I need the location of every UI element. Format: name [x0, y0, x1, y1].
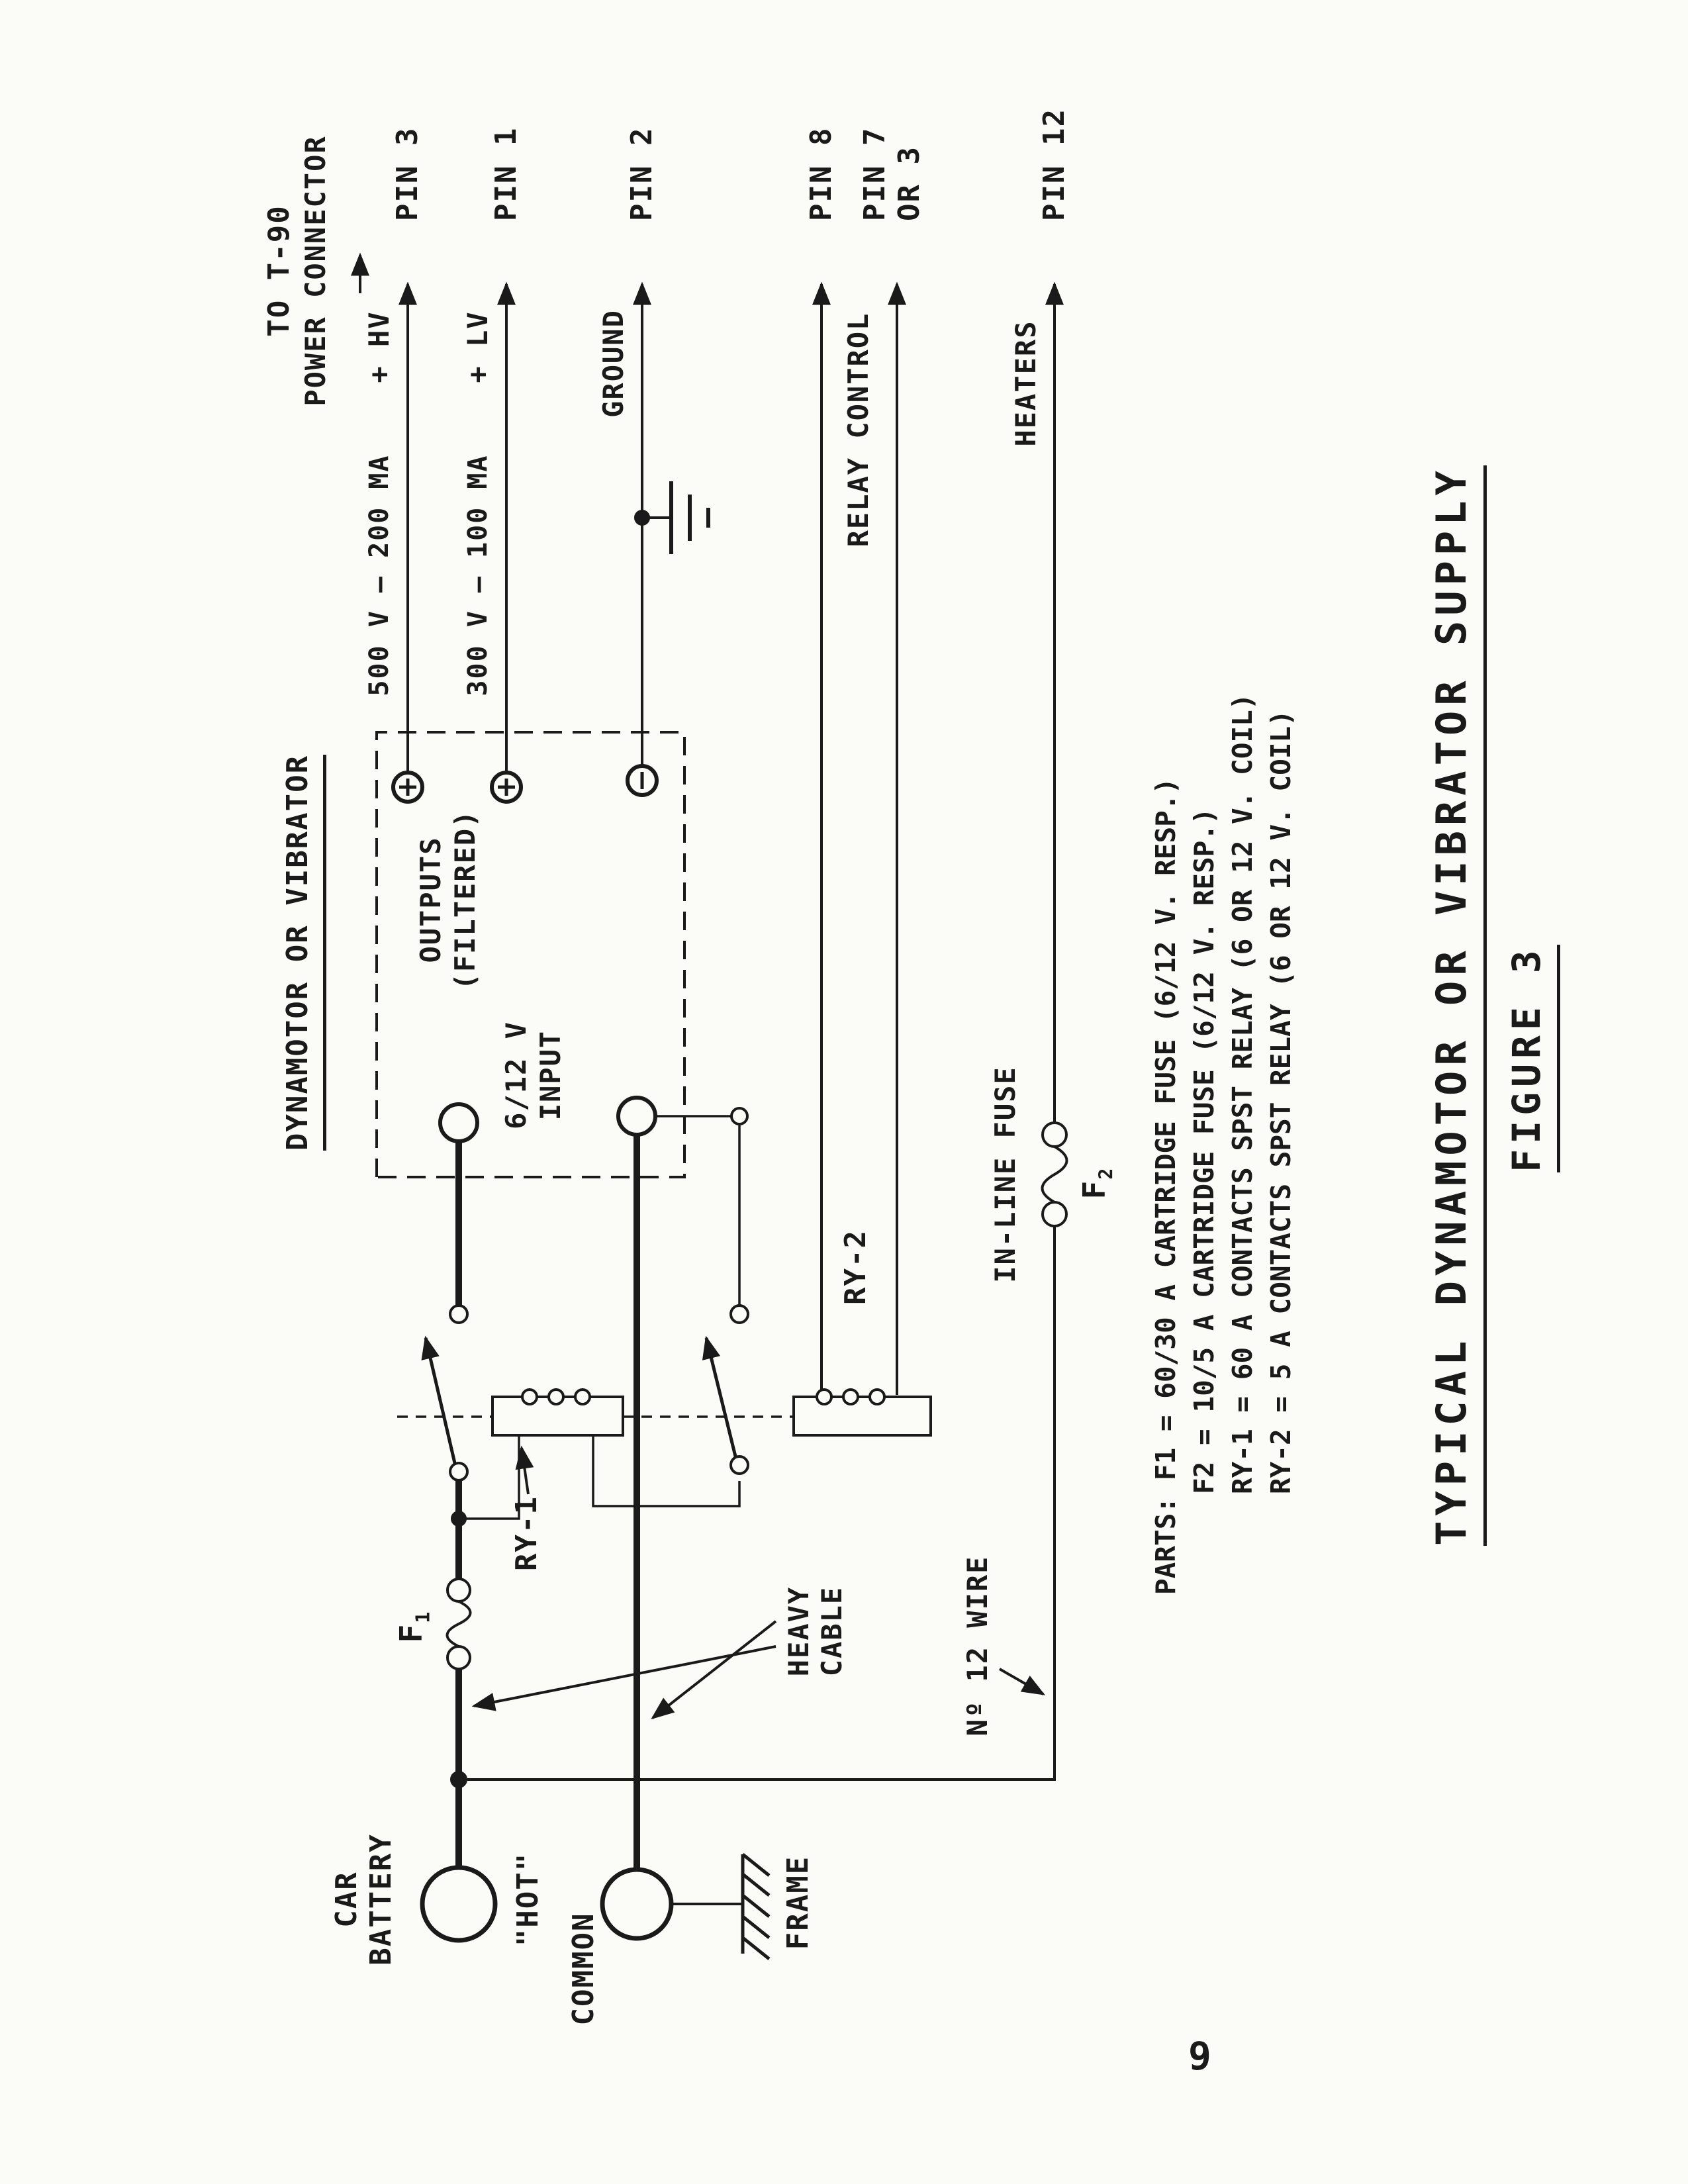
- relay-control-label: RELAY CONTROL: [842, 312, 874, 547]
- input-terminal-common: [616, 1096, 657, 1137]
- earth-ground-icon: [669, 481, 710, 554]
- battery-hot-terminal: [420, 1865, 498, 1943]
- lv-rating-label: 300 V – 100 MA: [463, 454, 493, 696]
- ry1-arrow: [515, 1445, 534, 1495]
- input-terminal-hot: [438, 1102, 479, 1143]
- t90-note-line1: TO T-90: [262, 205, 296, 337]
- junction-terminal: [730, 1107, 749, 1125]
- heavy-cable-arrow: [471, 1645, 776, 1711]
- parts-list-line2: F2 = 10/5 A CARTRIDGE FUSE (6/12 V. RESP…: [1188, 808, 1220, 1494]
- ry2-coil-loop: [842, 1388, 859, 1405]
- heaters-wire: [459, 1226, 1056, 1781]
- pin-7-label: PIN 7: [858, 126, 892, 221]
- outputs-label-line2: (FILTERED): [449, 809, 481, 990]
- ry1-coil-loop: [574, 1388, 591, 1405]
- parts-list-line1: PARTS: F1 = 60/30 A CARTRIDGE FUSE (6/12…: [1150, 777, 1182, 1595]
- parts-list-line3: RY-1 = 60 A CONTACTS SPST RELAY (6 OR 12…: [1227, 693, 1258, 1494]
- coil-tap-dot: [451, 1511, 467, 1527]
- ry2-contact: [729, 1304, 749, 1324]
- pin-1-label: PIN 1: [489, 126, 523, 221]
- ry2-blade: [702, 1335, 737, 1457]
- f1-fuse-cap: [446, 1645, 471, 1670]
- f2-fuse-cap: [1041, 1121, 1068, 1148]
- f2-fuse-element: [1041, 1145, 1068, 1204]
- ry1-contact: [449, 1462, 469, 1482]
- car-battery-label-line2: BATTERY: [364, 1833, 398, 1966]
- outputs-label-line1: OUTPUTS: [414, 836, 447, 963]
- ry2-label: RY-2: [839, 1229, 872, 1305]
- frame-ground-icon: [741, 1853, 771, 1960]
- ry2-coil-loop: [868, 1388, 886, 1405]
- ry1-label: RY-1: [510, 1496, 543, 1571]
- heaters-label: HEATERS: [1009, 320, 1042, 447]
- common-label: COMMON: [567, 1912, 600, 2026]
- ry1-contact: [449, 1304, 469, 1324]
- t90-note-line2: POWER CONNECTOR: [299, 135, 332, 406]
- battery-common-terminal: [600, 1867, 674, 1941]
- ry1-coil-loop: [521, 1388, 538, 1405]
- lv-name-label: + LV: [461, 310, 494, 383]
- ry2-coil-loop: [816, 1388, 833, 1405]
- f2-fuse-cap: [1041, 1201, 1068, 1227]
- ry1-coil-loop: [547, 1388, 565, 1405]
- page-number: 9: [1188, 2034, 1211, 2079]
- hot-label: "HOT": [511, 1852, 545, 1947]
- ground-label: GROUND: [597, 309, 630, 418]
- input-label-line1: 6/12 V: [500, 1021, 532, 1129]
- input-label-line2: INPUT: [534, 1029, 567, 1121]
- ry1-blade: [421, 1335, 457, 1464]
- frame-label: FRAME: [781, 1855, 815, 1950]
- heavy-cable-label-line1: HEAVY: [782, 1586, 815, 1677]
- ry2-contact: [729, 1455, 749, 1475]
- car-battery-label-line1: CAR: [330, 1871, 363, 1928]
- pin-12-label: PIN 12: [1037, 108, 1071, 221]
- ry1-coil-wire: [592, 1435, 741, 1507]
- wire12-label: Nº 12 WIRE: [961, 1555, 994, 1736]
- hv-rating-label: 500 V – 200 MA: [364, 454, 395, 696]
- inline-fuse-label: IN-LINE FUSE: [989, 1066, 1021, 1283]
- heavy-cable-label-line2: CABLE: [816, 1586, 848, 1677]
- pin-7b-label: OR 3: [892, 146, 926, 221]
- f2-label: F2: [1076, 1166, 1117, 1200]
- figure-caption: FIGURE 3: [1504, 860, 1561, 1257]
- plus-sign: [498, 779, 515, 796]
- wiring: [351, 252, 1068, 1960]
- f1-label: F1: [393, 1610, 434, 1643]
- pin-3-label: PIN 3: [391, 126, 424, 221]
- hv-name-label: + HV: [363, 310, 395, 383]
- plus-sign: [399, 779, 416, 796]
- parts-list-line4: RY-2 = 5 A CONTACTS SPST RELAY (6 OR 12 …: [1265, 710, 1297, 1494]
- wire12-arrow: [999, 1668, 1046, 1695]
- figure-title: TYPICAL DYNAMOTOR OR VIBRATOR SUPPLY: [1427, 410, 1487, 1601]
- ry2-coil: [792, 1396, 932, 1437]
- pin-8-label: PIN 8: [804, 126, 838, 221]
- heavy-cable-arrow: [651, 1620, 777, 1720]
- dynamotor-box: [375, 731, 686, 1178]
- f1-fuse-cap: [446, 1578, 471, 1603]
- dynamotor-title: DYNAMOTOR OR VIBRATOR: [281, 734, 326, 1171]
- f1-fuse-element: [445, 1600, 472, 1648]
- pin-2-label: PIN 2: [625, 126, 659, 221]
